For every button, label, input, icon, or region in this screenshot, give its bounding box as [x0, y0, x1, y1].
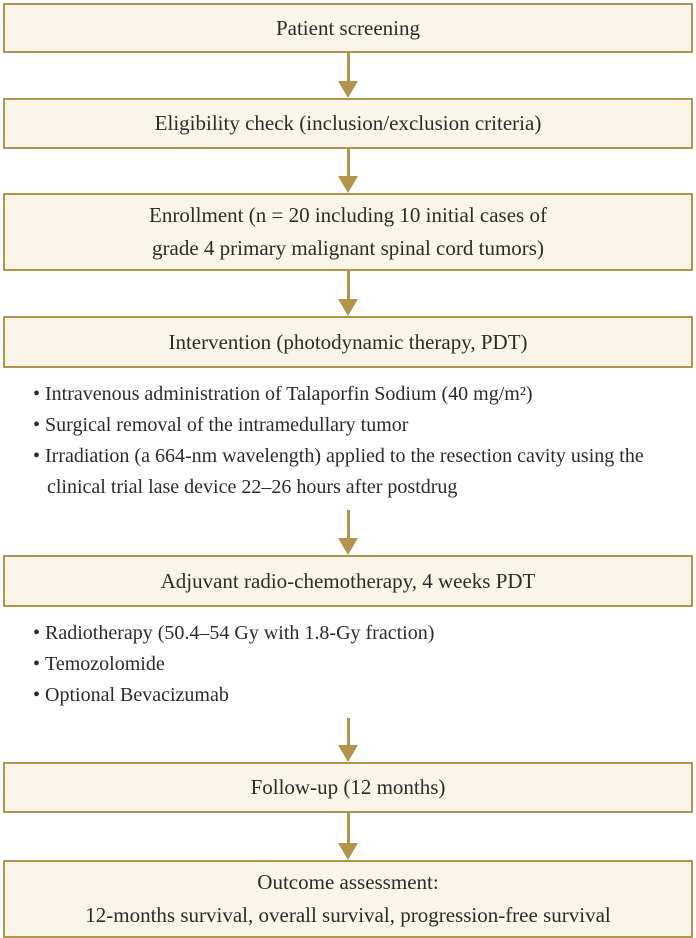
- eligibility-check-label: Eligibility check (inclusion/exclusion c…: [154, 111, 542, 135]
- list-item: Irradiation (a 664-nm wavelength) applie…: [33, 441, 685, 503]
- followup-label: Follow-up (12 months): [250, 775, 446, 799]
- intervention-label: Intervention (photodynamic therapy, PDT): [168, 329, 528, 354]
- arrow-shaft: [346, 510, 350, 538]
- list-item: Temozolomide: [33, 649, 685, 680]
- down-arrow-icon: [3, 53, 693, 98]
- arrow-head: [338, 299, 358, 316]
- list-item: Intravenous administration of Talaporfin…: [33, 379, 685, 410]
- down-arrow-icon: [3, 149, 693, 193]
- arrow-shaft: [346, 149, 350, 176]
- arrow-shaft: [346, 53, 350, 81]
- arrow-shaft: [346, 271, 350, 299]
- adjuvant-therapy-box: Adjuvant radio-chemotherapy, 4 weeks PDT: [3, 555, 693, 607]
- intervention-bullet-list: Intravenous administration of Talaporfin…: [3, 368, 693, 510]
- list-item: Optional Bevacizumab: [33, 680, 685, 711]
- adjuvant-bullet-list: Radiotherapy (50.4–54 Gy with 1.8-Gy fra…: [3, 607, 693, 718]
- followup-box: Follow-up (12 months): [3, 762, 693, 813]
- arrow-head: [338, 745, 358, 762]
- enrollment-label-line2: grade 4 primary malignant spinal cord tu…: [152, 236, 544, 260]
- arrow-head: [338, 81, 358, 98]
- down-arrow-icon: [3, 271, 693, 316]
- list-item: Radiotherapy (50.4–54 Gy with 1.8-Gy fra…: [33, 618, 685, 649]
- down-arrow-icon: [3, 718, 693, 762]
- patient-screening-box: Patient screening: [3, 3, 693, 53]
- enrollment-box: Enrollment (n = 20 including 10 initial …: [3, 193, 693, 271]
- outcome-label-line2: 12-months survival, overall survival, pr…: [85, 903, 611, 927]
- arrow-head: [338, 176, 358, 193]
- eligibility-check-box: Eligibility check (inclusion/exclusion c…: [3, 98, 693, 149]
- patient-screening-label: Patient screening: [275, 15, 421, 40]
- down-arrow-icon: [3, 813, 693, 860]
- outcome-label-line1: Outcome assessment:: [257, 870, 439, 894]
- list-item: Surgical removal of the intramedullary t…: [33, 410, 685, 441]
- intervention-box: Intervention (photodynamic therapy, PDT): [3, 316, 693, 368]
- enrollment-label-line1: Enrollment (n = 20 including 10 initial …: [149, 203, 547, 227]
- arrow-shaft: [346, 813, 350, 843]
- down-arrow-icon: [3, 510, 693, 555]
- adjuvant-therapy-label: Adjuvant radio-chemotherapy, 4 weeks PDT: [160, 568, 536, 593]
- outcome-assessment-box: Outcome assessment: 12-months survival, …: [3, 860, 693, 938]
- arrow-head: [338, 538, 358, 555]
- arrow-head: [338, 843, 358, 860]
- arrow-shaft: [346, 718, 350, 745]
